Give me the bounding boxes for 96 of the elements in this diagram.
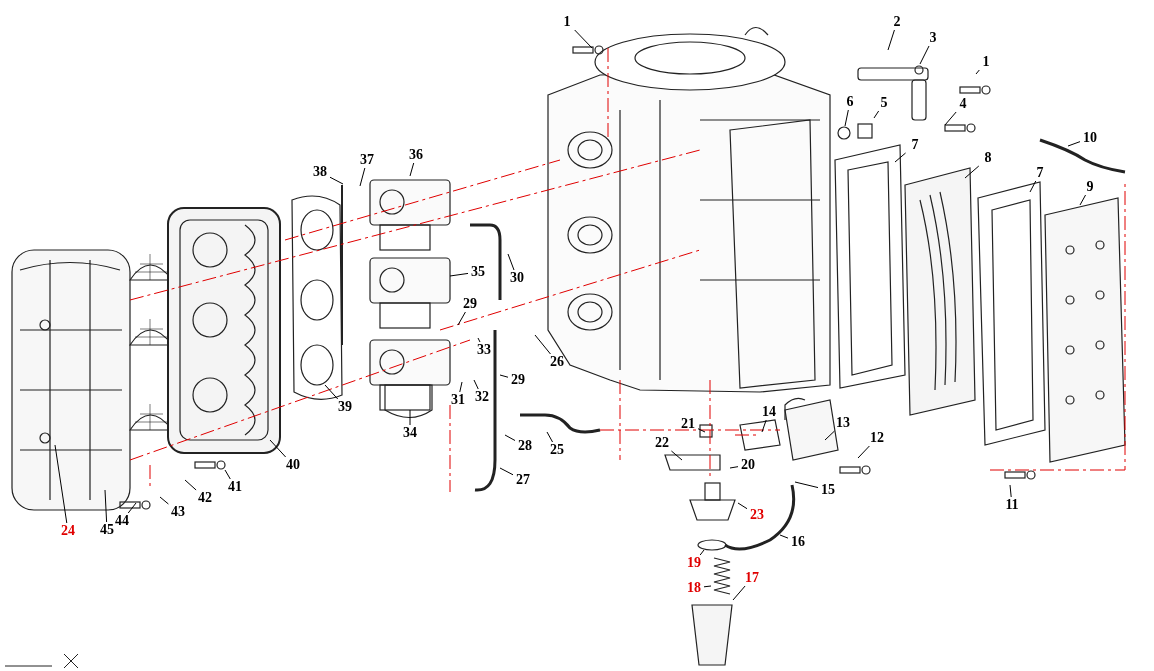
leader-line (224, 469, 231, 480)
callout-number: 11 (1003, 497, 1021, 513)
leader-line (697, 428, 706, 433)
leader-line (964, 165, 980, 179)
callout-number: 33 (475, 342, 493, 358)
leader-line (534, 334, 551, 355)
callout-number: 17 (743, 570, 761, 586)
callout-number: 44 (113, 513, 131, 529)
callout-number: 9 (1084, 179, 1096, 195)
leader-line (504, 434, 516, 441)
leader-line (919, 45, 930, 65)
leader-line (844, 109, 849, 127)
leader-line (499, 467, 514, 476)
callout-number: 10 (1081, 130, 1099, 146)
callout-number: 3 (927, 30, 939, 46)
leader-line (409, 409, 411, 426)
callout-number: 29 (461, 296, 479, 312)
callout-number: 12 (868, 430, 886, 446)
callout-number: 1 (980, 54, 992, 70)
callout-number: 19 (685, 555, 703, 571)
leader-line (729, 466, 739, 469)
leader-line (127, 502, 137, 514)
callout-number: 5 (878, 95, 890, 111)
leader-line (1079, 194, 1087, 206)
leader-line (507, 253, 515, 271)
leader-line (761, 419, 767, 433)
callout-number: 13 (834, 415, 852, 431)
callout-number: 6 (844, 94, 856, 110)
callout-number: 7 (1034, 165, 1046, 181)
callout-number: 37 (358, 152, 376, 168)
callout-number: 31 (449, 392, 467, 408)
leader-line (104, 489, 108, 523)
callout-number: 30 (508, 270, 526, 286)
callout-number: 23 (748, 507, 766, 523)
callout-number: 35 (469, 264, 487, 280)
leader-line (873, 110, 880, 119)
callout-number: 29 (509, 372, 527, 388)
leader-line (794, 481, 819, 489)
callout-number: 40 (284, 457, 302, 473)
leader-line (670, 450, 683, 461)
callout-number: 27 (514, 472, 532, 488)
callout-number: 1 (561, 14, 573, 30)
callout-number: 7 (909, 137, 921, 153)
leader-line (894, 152, 907, 163)
callout-number: 42 (196, 490, 214, 506)
leader-line (699, 549, 705, 556)
callout-number: 24 (59, 523, 77, 539)
leader-line (574, 29, 593, 49)
callout-number: 16 (789, 534, 807, 550)
leader-line (1009, 484, 1012, 498)
leader-line (477, 337, 481, 343)
leader-line (1029, 180, 1037, 193)
callout-number: 34 (401, 425, 419, 441)
leader-line (459, 381, 463, 393)
callout-number: 14 (760, 404, 778, 420)
leader-line (887, 29, 895, 51)
callout-number: 20 (739, 457, 757, 473)
leader-line (473, 379, 479, 390)
leader-line (457, 311, 466, 326)
leader-line (184, 479, 197, 491)
leader-line (944, 111, 957, 126)
callout-number: 41 (226, 479, 244, 495)
leader-line (269, 439, 287, 458)
callout-number: 26 (548, 354, 566, 370)
callout-number: 25 (548, 442, 566, 458)
callout-number: 39 (336, 399, 354, 415)
leader-line (54, 444, 68, 524)
callout-number: 4 (957, 96, 969, 112)
callout-number: 32 (473, 389, 491, 405)
leader-line (499, 374, 509, 378)
leader-line (732, 585, 746, 601)
callout-number: 36 (407, 147, 425, 163)
leader-line (1067, 141, 1081, 147)
leader-line (329, 176, 344, 185)
leader-line (737, 502, 748, 510)
leader-line (159, 496, 169, 505)
callout-number: 21 (679, 416, 697, 432)
leader-line (975, 69, 980, 75)
callout-number: 28 (516, 438, 534, 454)
leader-line (703, 585, 712, 588)
callout-number: 45 (98, 522, 116, 538)
leader-line (409, 162, 415, 177)
leader-line (546, 431, 554, 443)
callout-number: 22 (653, 435, 671, 451)
callout-number: 18 (685, 580, 703, 596)
leader-line (857, 445, 870, 459)
callout-number: 38 (311, 164, 329, 180)
callout-number: 43 (169, 504, 187, 520)
leader-line (824, 430, 836, 441)
callout-number: 15 (819, 482, 837, 498)
callout-number: 2 (891, 14, 903, 30)
callout-number: 8 (982, 150, 994, 166)
leader-line (324, 384, 339, 400)
leader-line (449, 272, 469, 277)
leader-line (359, 167, 366, 187)
leader-line (779, 534, 789, 539)
